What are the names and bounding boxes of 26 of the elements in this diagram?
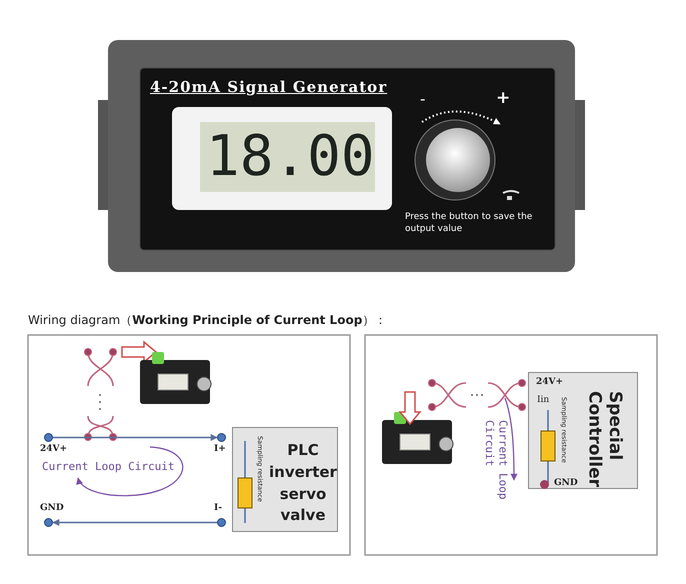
terminal-label: 24V+	[536, 377, 564, 387]
terminal-label: GND	[40, 503, 64, 513]
terminal-dot	[540, 480, 549, 489]
diagram-title: Wiring diagram（Working Principle of Current Loop）：	[28, 312, 386, 329]
controller-box	[232, 427, 338, 532]
device-title: 4-20mA Signal Generator	[150, 78, 388, 96]
terminal-label: GND	[554, 478, 578, 488]
terminal-label: I-	[214, 503, 222, 513]
minus-sign: -	[420, 90, 426, 108]
terminal-label: Iin	[537, 395, 550, 405]
loop-label: Current Loop Circuit	[42, 460, 174, 473]
controller-box	[528, 372, 638, 489]
lcd-reading: 18.00	[206, 123, 375, 191]
terminal-label: 24V+	[40, 444, 68, 454]
loop-label: Current Loop Circuit	[482, 420, 510, 502]
terminal-label: I+	[214, 444, 226, 454]
terminal-dot	[44, 518, 53, 527]
device-label: PLC inverter servo valve	[269, 440, 337, 526]
terminal-dot	[217, 433, 226, 442]
arrow	[52, 519, 217, 526]
button-note: Press the button to save the output value	[405, 212, 534, 236]
terminal-dot	[44, 433, 53, 442]
terminal-dot	[217, 518, 226, 527]
arrow	[53, 434, 218, 441]
plus-sign: +	[496, 88, 510, 108]
device-label: Special Controller	[584, 391, 625, 486]
